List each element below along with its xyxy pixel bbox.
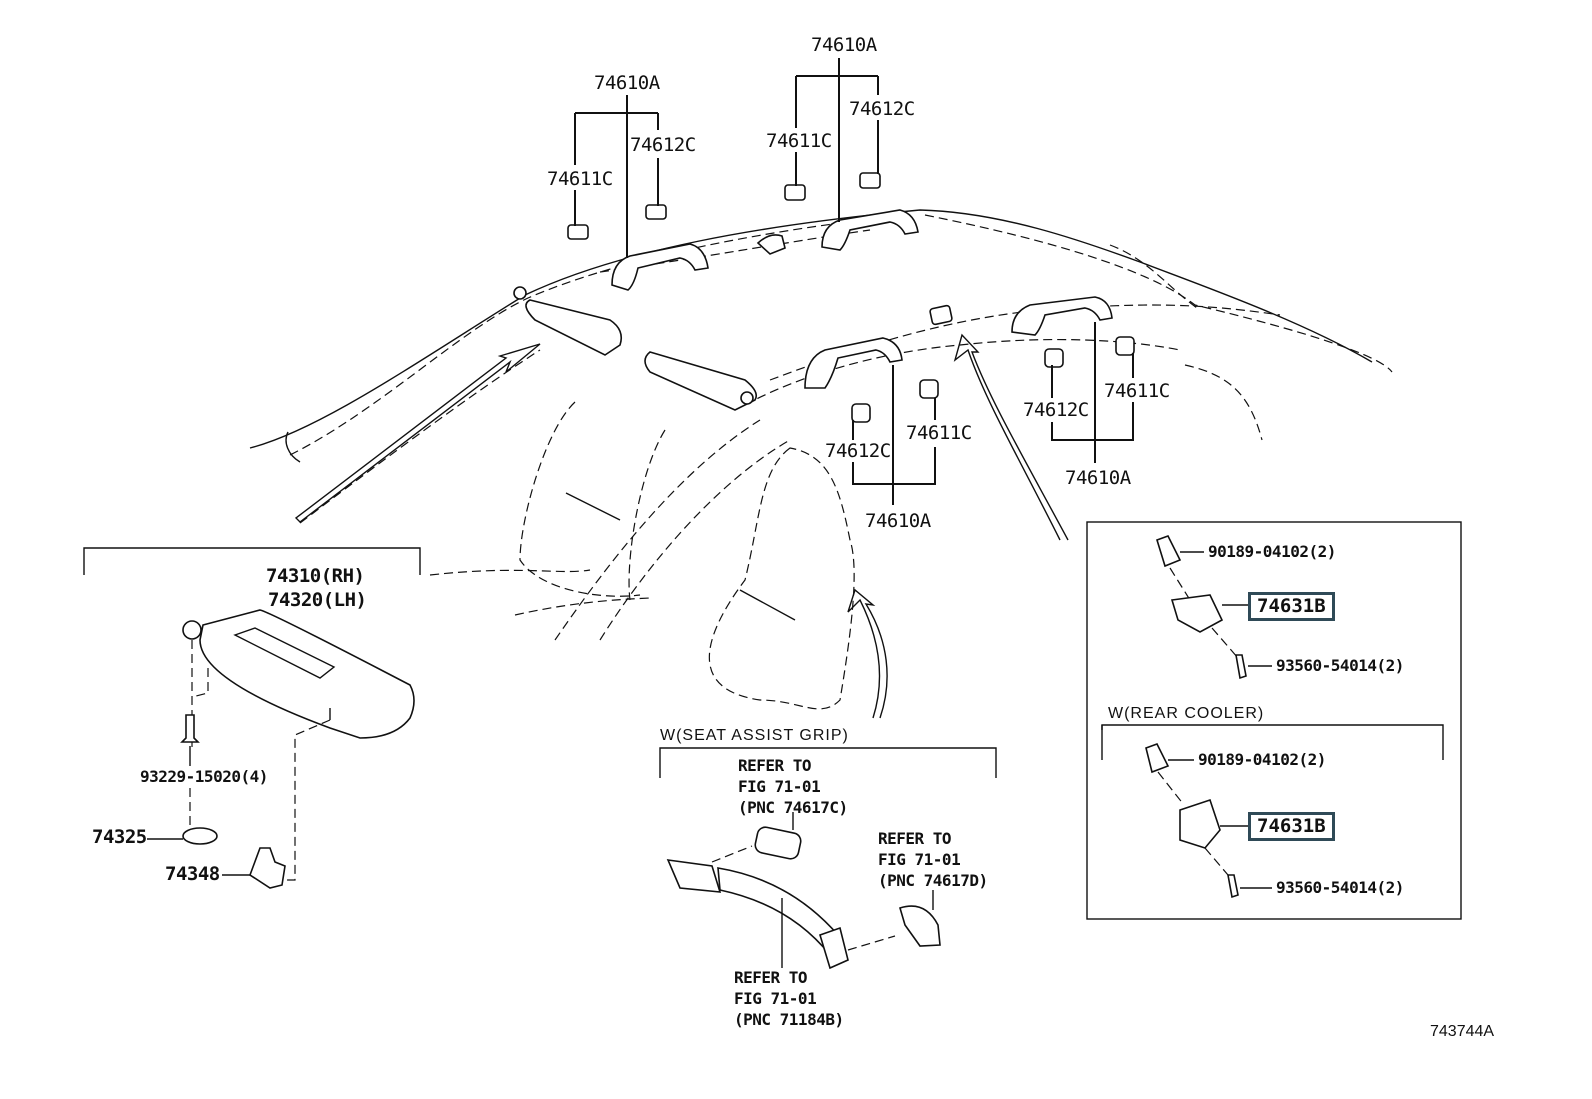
- roof-assist-grips: [611, 209, 1113, 389]
- label-cap-74612c-rear[interactable]: 74612C: [1023, 399, 1089, 421]
- label-cap-74612c-front-right[interactable]: 74612C: [849, 98, 915, 120]
- label-grip-assy-front-left[interactable]: 74610A: [594, 72, 660, 94]
- label-sun-visor-rh[interactable]: 74310(RH): [266, 565, 365, 587]
- figure-id: 743744A: [1430, 1023, 1495, 1040]
- label-sun-visor-lh[interactable]: 74320(LH): [268, 589, 367, 611]
- label-visor-screw[interactable]: 93229-15020(4): [140, 767, 268, 786]
- ref-note-cap-74617c[interactable]: REFER TO FIG 71-01 (PNC 74617C): [738, 756, 848, 817]
- callout-leaders-roof: [574, 58, 1134, 505]
- label-grip-assy-mid[interactable]: 74610A: [865, 510, 931, 532]
- direction-arrows: [294, 333, 1069, 719]
- bracket-detail-drawing: [1086, 521, 1462, 920]
- sun-visors-installed: [513, 286, 758, 411]
- grip-caps: [567, 172, 1135, 423]
- seat-assist-grip-detail-drawing: [659, 747, 997, 970]
- label-bracket-clip[interactable]: 90189-04102(2): [1208, 542, 1336, 561]
- label-rear-cooler-clip[interactable]: 90189-04102(2): [1198, 750, 1326, 769]
- label-grip-assy-front-right[interactable]: 74610A: [811, 34, 877, 56]
- highlighted-part-74631b[interactable]: 74631B: [1248, 592, 1335, 621]
- label-visor-holder[interactable]: 74348: [165, 863, 220, 885]
- label-cap-74612c-mid[interactable]: 74612C: [825, 440, 891, 462]
- label-visor-cover[interactable]: 74325: [92, 826, 147, 848]
- seat-assist-grip-title: W(SEAT ASSIST GRIP): [660, 727, 849, 744]
- ref-note-grip-71184b[interactable]: REFER TO FIG 71-01 (PNC 71184B): [734, 968, 844, 1029]
- label-cap-74611c-front-right[interactable]: 74611C: [766, 130, 832, 152]
- label-cap-74611c-mid[interactable]: 74611C: [906, 422, 972, 444]
- sun-visor-detail-drawing: [83, 547, 421, 889]
- seats-outline: [519, 401, 855, 710]
- label-bracket-bolt[interactable]: 93560-54014(2): [1276, 656, 1404, 675]
- label-cap-74611c-rear[interactable]: 74611C: [1104, 380, 1170, 402]
- ref-note-cap-74617d[interactable]: REFER TO FIG 71-01 (PNC 74617D): [878, 829, 988, 890]
- highlighted-part-74631b-rear-cooler[interactable]: 74631B: [1248, 812, 1335, 841]
- label-rear-cooler-bolt[interactable]: 93560-54014(2): [1276, 878, 1404, 897]
- label-cap-74612c-front-left[interactable]: 74612C: [630, 134, 696, 156]
- label-grip-assy-rear[interactable]: 74610A: [1065, 467, 1131, 489]
- vehicle-roof-outline: [249, 209, 1393, 641]
- rear-cooler-title: W(REAR COOLER): [1108, 705, 1265, 722]
- label-cap-74611c-front-left[interactable]: 74611C: [547, 168, 613, 190]
